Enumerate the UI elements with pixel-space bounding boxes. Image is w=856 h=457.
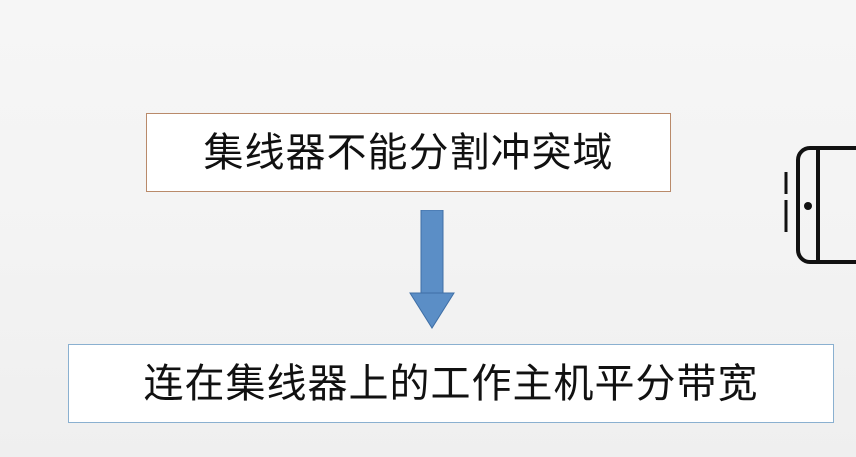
device-body <box>796 146 856 264</box>
device-button <box>804 202 812 210</box>
arrow-head <box>409 292 455 329</box>
arrow-shaft <box>420 210 444 294</box>
device-icon <box>784 146 856 264</box>
statement-text-bottom: 连在集线器上的工作主机平分带宽 <box>143 360 759 407</box>
arrow-down-icon <box>409 210 455 329</box>
statement-box-top: 集线器不能分割冲突域 <box>146 113 671 192</box>
statement-box-bottom: 连在集线器上的工作主机平分带宽 <box>68 344 834 423</box>
statement-text-top: 集线器不能分割冲突域 <box>203 129 614 176</box>
